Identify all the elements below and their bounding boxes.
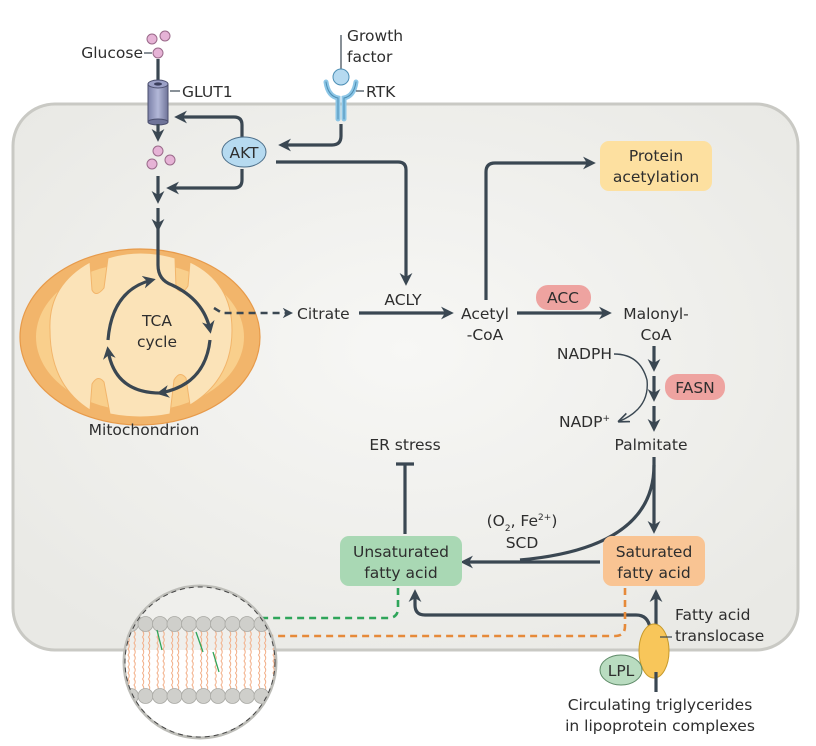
unsaturated-fatty-acid-label-line2: fatty acid xyxy=(364,564,437,582)
mitochondrion-label: Mitochondrion xyxy=(89,421,200,439)
growth-factor-label-line1: Growth xyxy=(347,27,403,45)
lipid-tail xyxy=(249,630,252,692)
lipid-tail xyxy=(199,630,203,692)
lipid-tail xyxy=(234,630,238,692)
tca-cycle-label-line2: cycle xyxy=(137,333,177,351)
membrane-bilayer-inset xyxy=(122,584,298,740)
growth-factor-ligand-icon xyxy=(332,68,350,86)
protein-acetylation-label-line1: Protein xyxy=(629,147,683,165)
glut1-label: GLUT1 xyxy=(182,83,233,101)
lipid-head xyxy=(210,688,226,704)
unsaturated-fatty-acid-label-line1: Unsaturated xyxy=(353,543,449,561)
fatty-acid-translocase-label-line1: Fatty acid xyxy=(675,606,750,624)
fasn-enzyme-badge xyxy=(665,374,725,400)
fatty-acid-translocase-icon xyxy=(638,623,670,679)
lipid-head xyxy=(210,616,226,632)
lipid-tail xyxy=(243,630,246,692)
lipid-head xyxy=(137,688,154,704)
lipid-head xyxy=(239,688,255,704)
saturated-fatty-acid-label-line1: Saturated xyxy=(616,543,693,561)
er-stress-label: ER stress xyxy=(369,436,440,454)
scd-enzyme-label: SCD xyxy=(506,534,539,552)
acetyl-coa-label-line2: -CoA xyxy=(467,326,504,344)
lipid-tail xyxy=(156,630,159,692)
circulating-triglycerides-label-line2: in lipoprotein complexes xyxy=(565,717,755,735)
akt-node xyxy=(221,136,267,168)
growth-factor-label-line2: factor xyxy=(347,48,393,66)
protein-acetylation-box xyxy=(600,141,712,191)
lipid-tail xyxy=(263,630,267,692)
acetyl-coa-label-line1: Acetyl xyxy=(461,305,509,323)
circulating-triglycerides-label-line1: Circulating triglycerides xyxy=(568,696,753,714)
nadp-label: NADP+ xyxy=(559,413,610,431)
lipid-head xyxy=(166,688,183,704)
lipid-tail xyxy=(133,630,136,692)
fasn-enzyme-label: FASN xyxy=(675,379,715,397)
lipid-head xyxy=(181,688,197,704)
lipid-tail xyxy=(170,630,174,692)
cell-membrane xyxy=(11,102,800,652)
saturated-fatty-acid-label-line2: fatty acid xyxy=(617,564,690,582)
glucose-molecules-inside xyxy=(146,145,176,170)
fatty-acid-translocase-label-line2: translocase xyxy=(675,627,764,645)
lipid-head xyxy=(152,688,168,704)
lipid-tail xyxy=(220,630,223,692)
lipid-head xyxy=(195,688,212,704)
lpl-label: LPL xyxy=(608,662,635,680)
lipid-tail xyxy=(205,630,209,692)
rtk-label: RTK xyxy=(366,83,396,101)
lipid-head xyxy=(239,616,255,632)
lipid-tail xyxy=(141,630,145,692)
lipid-tail xyxy=(176,630,180,692)
scd-cofactor-label: (O2, Fe2+) xyxy=(487,512,558,534)
akt-label: AKT xyxy=(229,144,259,162)
saturated-fatty-acid-box xyxy=(603,536,705,586)
glucose-label: Glucose xyxy=(81,44,143,62)
rtk-receptor-icon xyxy=(323,68,359,122)
malonyl-coa-label-line1: Malonyl- xyxy=(623,305,689,323)
lipid-tail xyxy=(257,630,261,692)
protein-acetylation-label-line2: acetylation xyxy=(613,168,699,186)
malonyl-coa-label-line2: CoA xyxy=(641,326,672,344)
lipid-tail xyxy=(162,630,165,692)
lipid-head xyxy=(224,688,241,704)
citrate-label: Citrate xyxy=(297,305,350,323)
lpl-enzyme-node xyxy=(599,654,643,686)
lipid-head xyxy=(195,616,212,632)
lipid-tail xyxy=(127,630,130,692)
palmitate-label: Palmitate xyxy=(614,436,687,454)
glucose-molecules-outside xyxy=(146,30,171,59)
lipid-head xyxy=(283,689,298,704)
glut1-transporter-icon xyxy=(147,79,169,126)
acc-enzyme-badge xyxy=(536,285,591,310)
lipid-head xyxy=(224,616,241,632)
nadph-label: NADPH xyxy=(557,345,612,363)
acc-enzyme-label: ACC xyxy=(547,289,579,307)
tca-cycle-label-line1: TCA xyxy=(141,312,172,330)
lipid-tail xyxy=(214,630,217,692)
acly-enzyme-label: ACLY xyxy=(384,291,422,309)
lipid-head xyxy=(166,616,183,632)
lipid-head xyxy=(152,616,168,632)
lipid-tail xyxy=(228,630,232,692)
lipid-tail xyxy=(185,630,188,692)
lipid-tail xyxy=(191,630,194,692)
unsaturated-fatty-acid-box xyxy=(340,536,462,586)
lipid-tail xyxy=(147,630,151,692)
lipid-head xyxy=(137,616,154,632)
lipid-head xyxy=(181,616,197,632)
